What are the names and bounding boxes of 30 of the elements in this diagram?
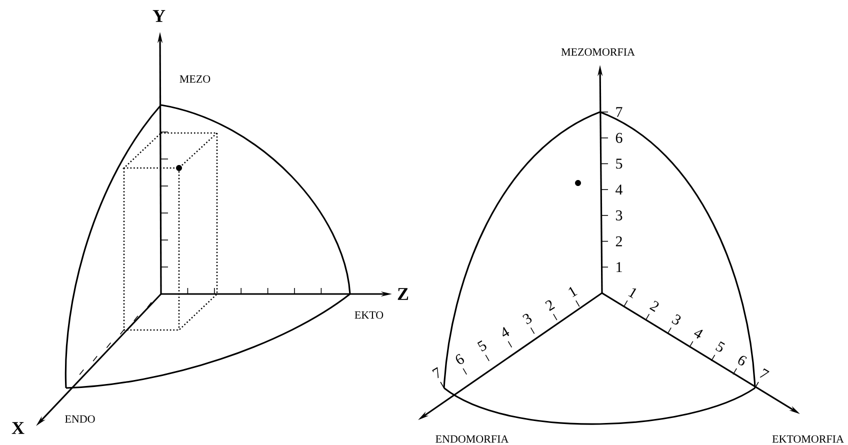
tick-number: 1 (568, 286, 578, 298)
tick-number: 5 (716, 341, 725, 352)
tick-number: 7 (760, 368, 770, 378)
axis-letter: Z (398, 288, 408, 300)
tick-number: 2 (545, 300, 555, 311)
tick-number: 7 (616, 107, 622, 117)
tick-number: 5 (616, 158, 622, 169)
tick-number: 2 (616, 236, 622, 246)
tick-number: 2 (650, 300, 659, 312)
tick-number: 4 (694, 330, 703, 339)
axis-label: EKTOMORFIA (772, 435, 844, 443)
axis-label: ENDO (65, 415, 95, 423)
axis-letter: Y (152, 10, 166, 22)
tick-number: 1 (616, 262, 622, 272)
tick-number: 3 (672, 314, 681, 325)
axis-label: EKTO (354, 311, 384, 319)
axis-label: MEZOMORFIA (561, 48, 635, 56)
axis-label: MEZO (180, 75, 210, 83)
tick-number: 6 (616, 132, 622, 143)
tick-number: 3 (616, 210, 622, 220)
axis-letter: X (12, 422, 24, 434)
tick-number: 1 (628, 288, 636, 298)
axis-label: ENDOMORFIA (436, 435, 509, 443)
tick-number: 5 (477, 340, 486, 352)
tick-number: 4 (502, 326, 510, 336)
tick-number: 7 (432, 367, 439, 378)
tick-number: 3 (522, 314, 532, 324)
tick-number: 6 (456, 354, 464, 364)
tick-number: 6 (738, 356, 747, 366)
tick-number: 4 (616, 184, 623, 195)
